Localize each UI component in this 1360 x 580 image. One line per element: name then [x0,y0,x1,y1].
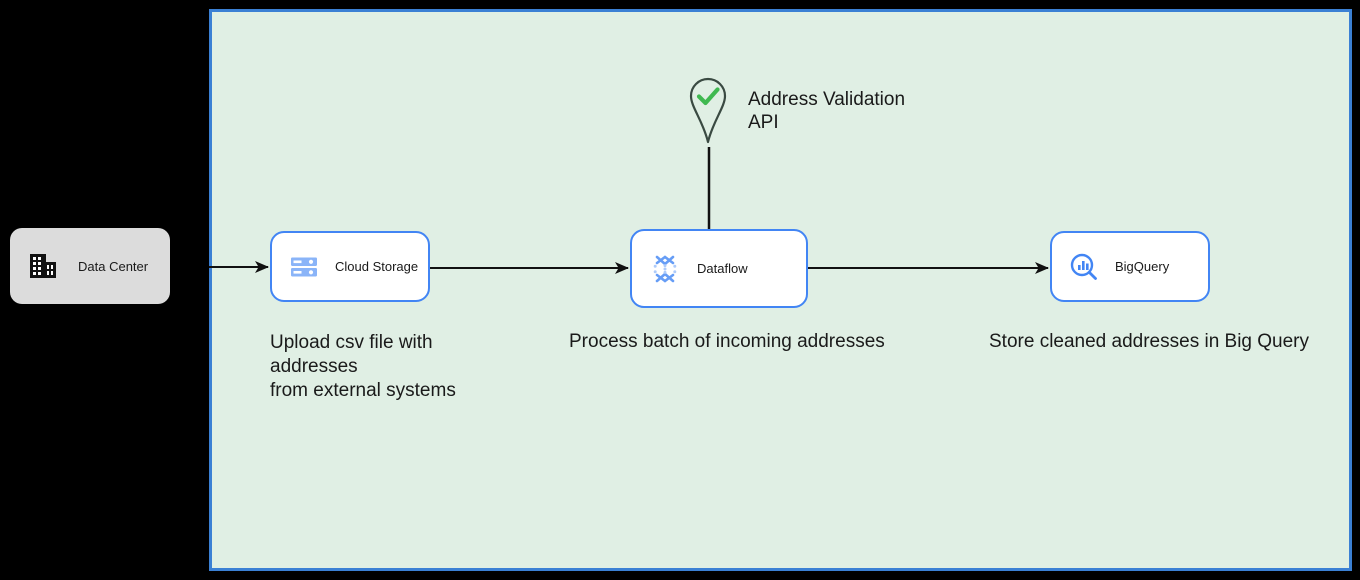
caption-bigquery: Store cleaned addresses in Big Query [989,331,1310,352]
dataflow-icon [653,254,677,283]
node-cloud-storage[interactable]: Cloud Storage [270,231,430,302]
bigquery-icon [1070,253,1097,280]
node-cloud-storage-label: Cloud Storage [335,259,419,274]
datacenter-label: Data Center [78,258,149,274]
datacenter-node[interactable]: Data Center [10,228,170,304]
node-bigquery[interactable]: BigQuery [1050,231,1210,302]
node-dataflow[interactable]: Dataflow [630,229,808,308]
external-api-label: Address Validation API [748,89,906,133]
map-pin-check-icon[interactable] [686,76,730,146]
data-center-building-icon [30,254,56,278]
node-dataflow-label: Dataflow [697,261,748,276]
caption-dataflow: Process batch of incoming addresses [569,331,885,352]
cloud-storage-icon [291,257,317,276]
node-bigquery-label: BigQuery [1115,259,1170,274]
caption-cloud-storage: Upload csv file with addresses from exte… [270,332,456,401]
